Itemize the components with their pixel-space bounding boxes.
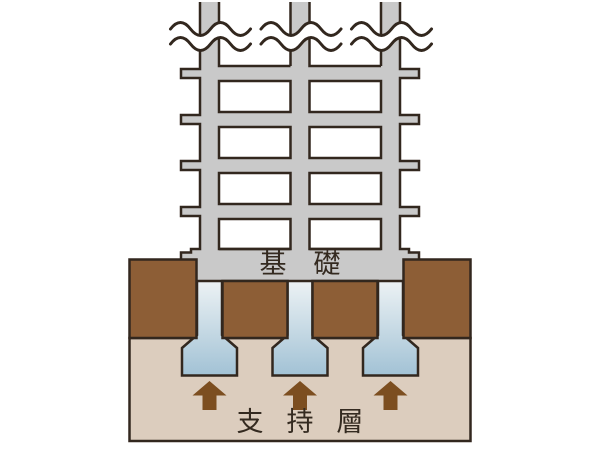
window <box>217 217 292 251</box>
window <box>217 125 292 160</box>
frame-outline <box>179 2 421 283</box>
foundation-label-text: 基礎 <box>259 249 368 279</box>
window <box>308 79 383 114</box>
soil-block-inner-left <box>221 279 289 340</box>
frame-windows <box>217 79 383 251</box>
window <box>308 125 383 160</box>
break-wave-lines <box>169 21 433 52</box>
window <box>217 79 292 114</box>
building-frame <box>181 2 419 281</box>
beam-stub-3 <box>181 161 419 170</box>
up-arrow-icon <box>283 381 317 410</box>
beam-stub-2 <box>181 115 419 124</box>
piles <box>180 277 420 377</box>
window <box>217 171 292 206</box>
foundation-label: 基礎 <box>0 250 600 278</box>
window <box>308 217 383 251</box>
support-layer-label: 支持層 <box>0 408 600 436</box>
frame-column-right <box>381 2 400 253</box>
up-arrow-icon <box>192 381 227 410</box>
beam-stub-1 <box>181 69 419 78</box>
soil-block-inner-right <box>311 279 379 340</box>
foundation-slab <box>181 249 419 281</box>
frame-column-left <box>200 2 219 253</box>
beam-stub-4 <box>181 207 419 216</box>
soil-block-outer-left <box>128 258 198 340</box>
window <box>308 171 383 206</box>
break-waves <box>169 21 433 52</box>
bearing-arrows <box>192 381 408 410</box>
soil-blocks <box>128 258 472 340</box>
soil-block-outer-right <box>402 258 472 340</box>
support-layer-label-text: 支持層 <box>236 407 387 437</box>
up-arrow-icon <box>373 381 408 410</box>
frame-column-center <box>290 2 310 253</box>
